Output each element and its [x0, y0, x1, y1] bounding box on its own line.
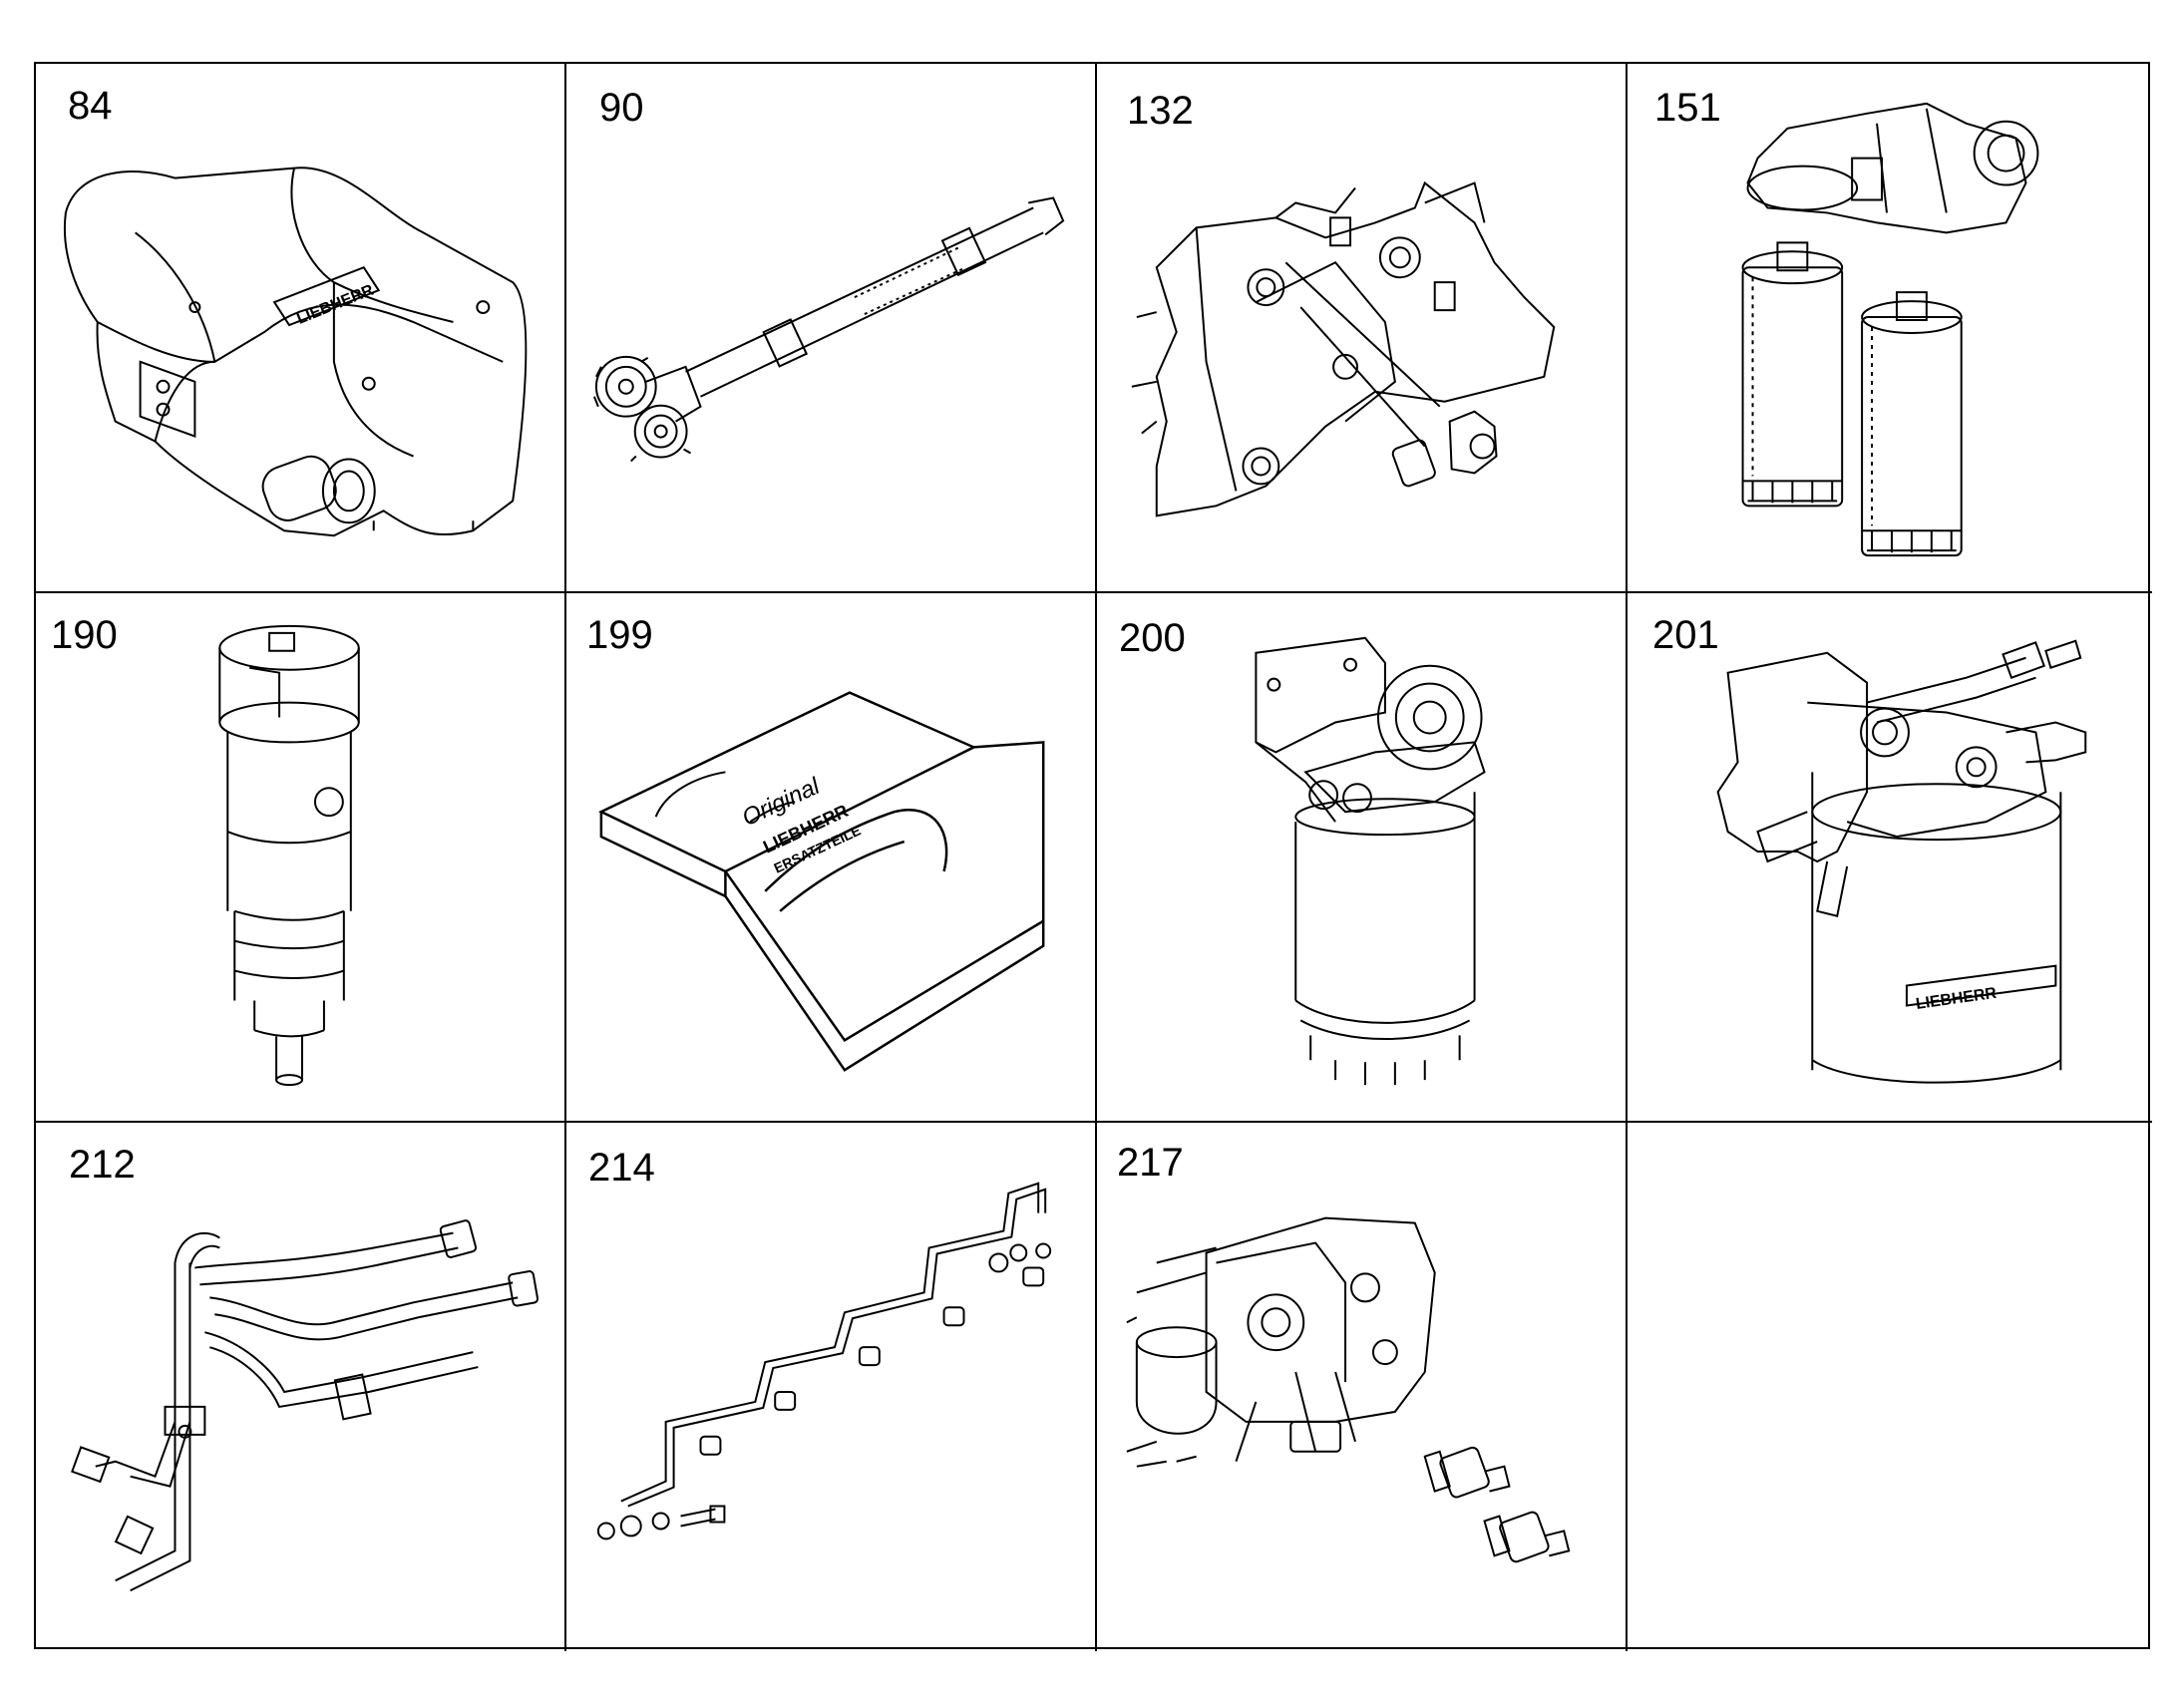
part-cell-190[interactable]: 190: [36, 593, 566, 1123]
part-number-label: 200: [1119, 616, 1186, 660]
empty-cell: [1628, 1123, 2152, 1651]
part-cell-212[interactable]: 212: [36, 1123, 566, 1651]
part-number-label: 132: [1127, 89, 1194, 133]
oil-filter-assembly-icon: [1628, 64, 2152, 591]
part-number-label: 212: [69, 1143, 136, 1187]
gasket-kit-box-icon: Original LIEBHERR ERSATZTEILE: [566, 593, 1095, 1121]
part-cell-217[interactable]: 217: [1097, 1123, 1628, 1651]
part-cell-200[interactable]: 200: [1097, 593, 1628, 1123]
part-number-label: 190: [51, 613, 118, 657]
part-cell-201[interactable]: 201 LIEBHERR: [1628, 593, 2152, 1123]
brand-mark: LIEBHERR: [1915, 985, 1997, 1013]
fuel-filter-housing-icon: LIEBHERR: [1628, 593, 2152, 1121]
injection-line-set-icon: [566, 1123, 1095, 1651]
part-number-label: 151: [1654, 86, 1721, 130]
part-number-label: 201: [1652, 613, 1719, 657]
parts-catalog-grid: 84 LIEBHERR 90: [34, 62, 2152, 1651]
part-cell-84[interactable]: 84 LIEBHERR: [36, 64, 566, 593]
part-cell-199[interactable]: 199 Original LIEBHERR ERSATZTEILE: [566, 593, 1097, 1123]
fuel-filter-icon: [1097, 593, 1626, 1121]
part-number-label: 84: [68, 84, 113, 128]
engine-block-plug-icon: [1097, 64, 1626, 591]
oil-pump-shaft-icon: [566, 64, 1095, 591]
part-number-label: 217: [1117, 1141, 1184, 1185]
part-cell-90[interactable]: 90: [566, 64, 1097, 593]
part-number-label: 214: [588, 1146, 655, 1190]
part-cell-214[interactable]: 214: [566, 1123, 1097, 1651]
fuel-pump-fittings-icon: [1097, 1123, 1626, 1651]
part-cell-151[interactable]: 151: [1628, 64, 2152, 593]
fuel-lines-icon: [36, 1123, 564, 1651]
fuel-injector-icon: [36, 593, 564, 1121]
turbocharger-icon: LIEBHERR: [36, 64, 564, 591]
part-cell-132[interactable]: 132: [1097, 64, 1628, 593]
part-number-label: 90: [599, 86, 644, 130]
part-number-label: 199: [586, 613, 653, 657]
